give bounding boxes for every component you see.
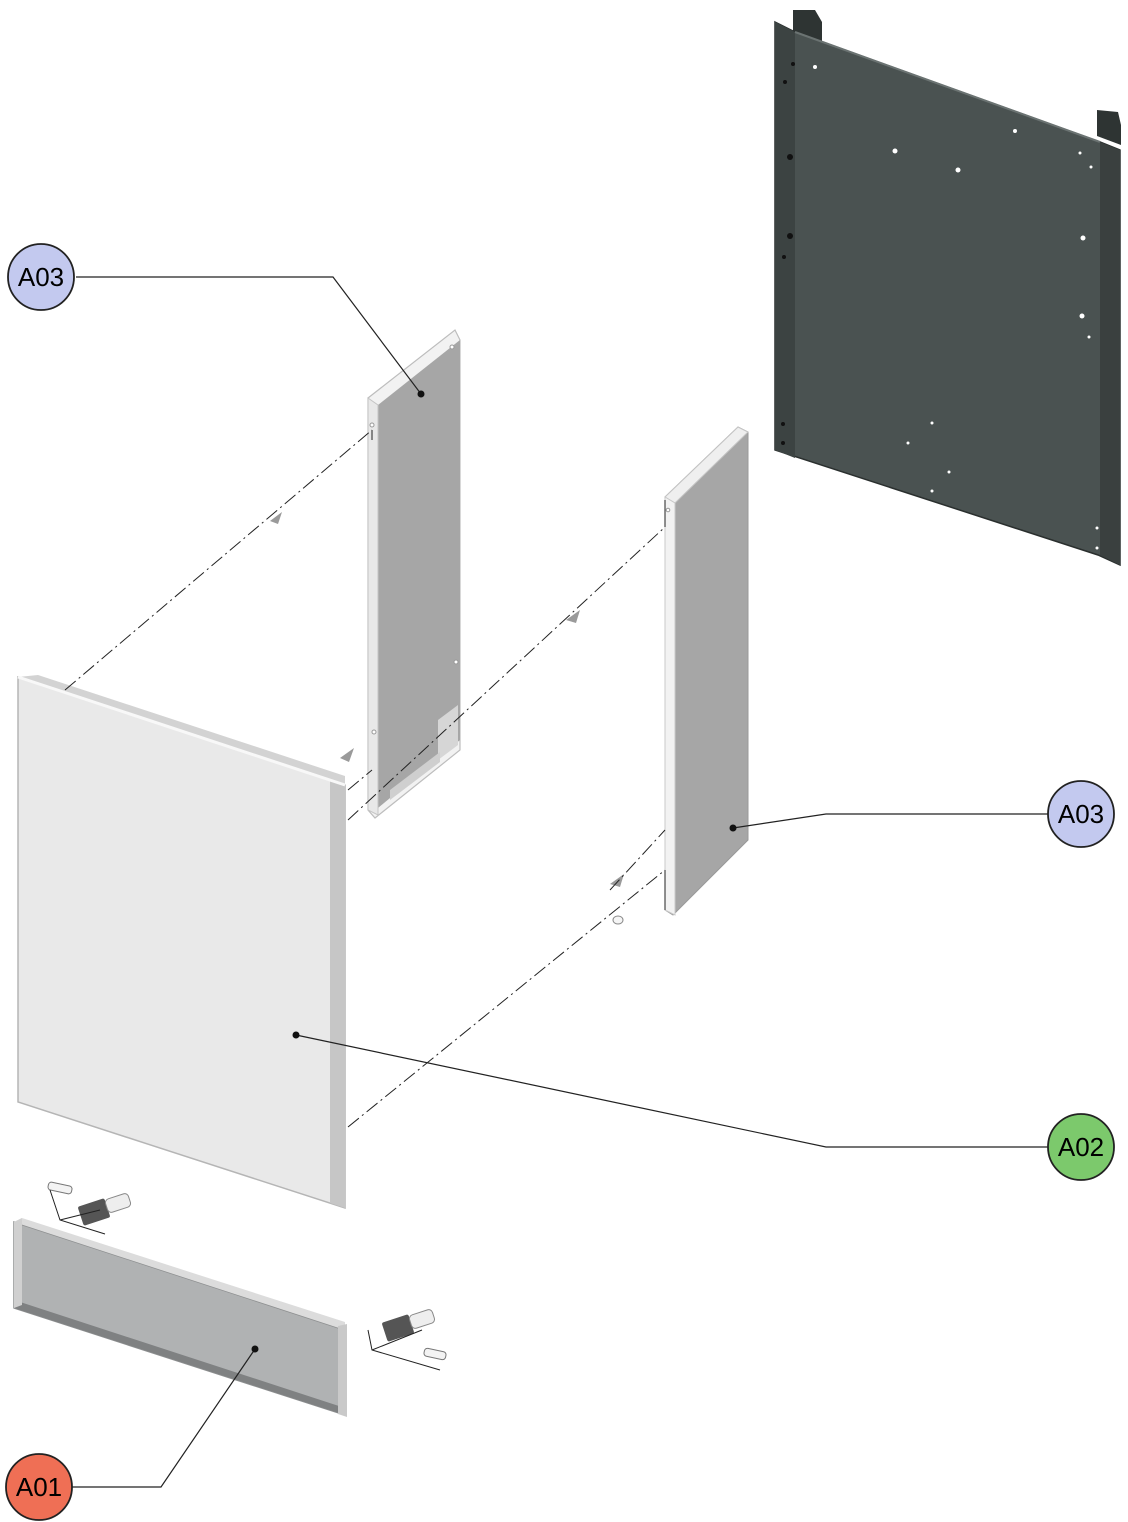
assembly-lines-solid	[49, 430, 666, 1371]
foot-right	[382, 1309, 436, 1342]
left-side-panel	[367, 329, 461, 819]
screw-right	[423, 1347, 447, 1361]
callout-bubble	[5, 1453, 73, 1521]
pin-right-1	[566, 610, 580, 623]
callout-a03-left[interactable]: A03	[7, 243, 75, 311]
callout-label: A02	[1058, 1132, 1104, 1162]
leader-lines	[72, 276, 1048, 1488]
pin-left-1	[270, 512, 282, 524]
screw-left	[47, 1181, 73, 1195]
pin-right-2	[610, 874, 624, 887]
callout-bubble	[1047, 1113, 1115, 1181]
right-side-panel	[664, 426, 749, 916]
kick-plate	[13, 1218, 347, 1417]
leader-dot-a01	[251, 1345, 259, 1353]
washer	[612, 915, 624, 925]
callout-a01[interactable]: A01	[5, 1453, 73, 1521]
leader-dot-a02	[292, 1031, 300, 1039]
callout-label: A01	[16, 1472, 62, 1502]
back-panel	[774, 10, 1121, 567]
callout-a02[interactable]: A02	[1047, 1113, 1115, 1181]
leader-dot-a03-left	[417, 390, 425, 398]
assembly-lines	[64, 429, 666, 1128]
callout-a03-right[interactable]: A03	[1047, 780, 1115, 848]
callout-label: A03	[1058, 799, 1104, 829]
callout-bubble	[1047, 780, 1115, 848]
front-door-panel	[17, 675, 346, 1210]
callout-bubble	[7, 243, 75, 311]
callout-label: A03	[18, 262, 64, 292]
foot-left	[78, 1193, 132, 1226]
pin-left-2	[340, 748, 354, 762]
leader-dot-a03-right	[729, 824, 737, 832]
